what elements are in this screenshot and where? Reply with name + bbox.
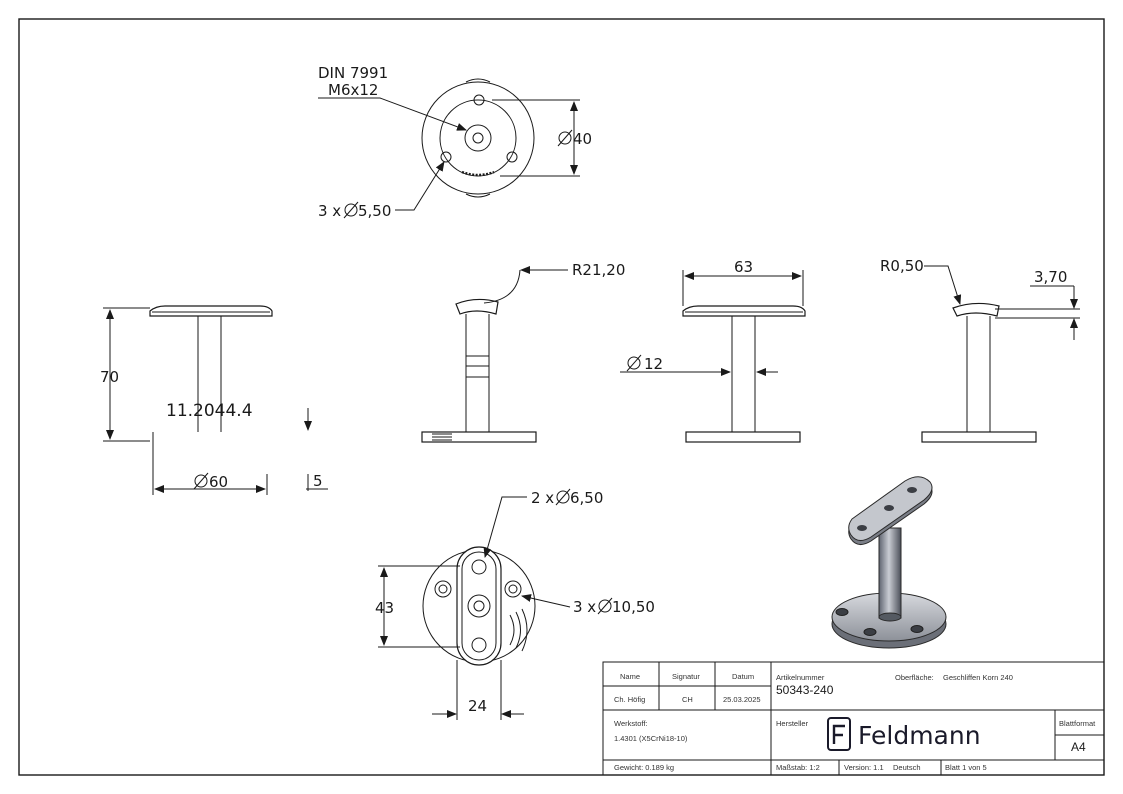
- base-diameter-60-label: 60: [209, 473, 228, 491]
- din-label: DIN 7991: [318, 64, 388, 82]
- bottom-view: 43 24 2 x 6,50 3 x 10,50: [375, 488, 655, 720]
- slot-holes-prefix: 2 x: [531, 489, 554, 507]
- rod-diameter-12-label: 12: [644, 355, 663, 373]
- side-view-1: 70 11.2044.4 60 5: [100, 305, 328, 495]
- mount-hole-top: [473, 94, 485, 106]
- top-view-bolt-circle: [439, 99, 517, 177]
- height-70-label: 70: [100, 368, 119, 386]
- countersunk-hole-inner: [472, 132, 484, 144]
- width-63-label: 63: [734, 258, 753, 276]
- tb-scale: Maßstab: 1:2: [776, 763, 820, 772]
- mount-hole-left: [440, 151, 452, 163]
- drawing-frame: [18, 18, 1105, 776]
- tb-surface-label: Oberfläche:: [895, 673, 934, 682]
- top-holes-prefix: 3 x: [318, 202, 341, 220]
- top-view-outer-circle: [421, 81, 535, 195]
- tb-sheet-format: A4: [1071, 740, 1086, 754]
- height-43-label: 43: [375, 599, 394, 617]
- depth-3-70-label: 3,70: [1034, 268, 1067, 286]
- thickness-5-label: 5: [313, 472, 323, 490]
- radius-21-label: R21,20: [572, 261, 625, 279]
- tb-material-label: Werkstoff:: [614, 719, 647, 728]
- slot-holes-value: 6,50: [570, 489, 603, 507]
- top-view: 40 DIN 7991 M6x12 3 x 5,50: [318, 64, 592, 220]
- tb-company-name: Feldmann: [858, 721, 981, 750]
- tb-article-label: Artikelnummer: [776, 673, 825, 682]
- tb-weight: Gewicht: 0.189 kg: [614, 763, 674, 772]
- feldmann-logo-icon: [827, 717, 851, 751]
- mount-hole-right: [506, 151, 518, 163]
- tb-language: Deutsch: [893, 763, 921, 772]
- tb-name: Ch. Höfig: [614, 695, 645, 704]
- tb-sheet-format-label: Blattformat: [1059, 719, 1096, 728]
- top-diameter-40-label: 40: [573, 130, 592, 148]
- countersunk-hole-outer: [464, 124, 492, 152]
- side-view-2: R21,20: [421, 261, 625, 443]
- side-view-3: 63 12: [620, 258, 806, 443]
- tb-article-number: 50343-240: [776, 683, 834, 697]
- tb-col-signature: Signatur: [672, 672, 700, 681]
- tb-col-name: Name: [620, 672, 640, 681]
- base-holes-prefix: 3 x: [573, 598, 596, 616]
- tb-manufacturer-label: Hersteller: [776, 719, 809, 728]
- tb-sheet-number: Blatt 1 von 5: [945, 763, 987, 772]
- tb-surface-value: Geschliffen Korn 240: [943, 673, 1013, 682]
- top-holes-value: 5,50: [358, 202, 391, 220]
- thread-label: M6x12: [328, 81, 378, 99]
- tb-material-value: 1.4301 (X5CrNi18-10): [614, 734, 688, 743]
- tb-date: 25.03.2025: [723, 695, 761, 704]
- width-24-label: 24: [468, 697, 487, 715]
- title-block: Name Signatur Datum Ch. Höfig CH 25.03.2…: [602, 661, 1105, 776]
- part-number-label: 11.2044.4: [166, 401, 253, 421]
- isometric-view: [831, 476, 947, 649]
- side-view-4: R0,50 3,70: [880, 257, 1080, 443]
- radius-0-50-label: R0,50: [880, 257, 924, 275]
- tb-col-date: Datum: [732, 672, 754, 681]
- tb-version: Version: 1.1: [844, 763, 884, 772]
- tb-signature: CH: [682, 695, 693, 704]
- base-holes-value: 10,50: [612, 598, 655, 616]
